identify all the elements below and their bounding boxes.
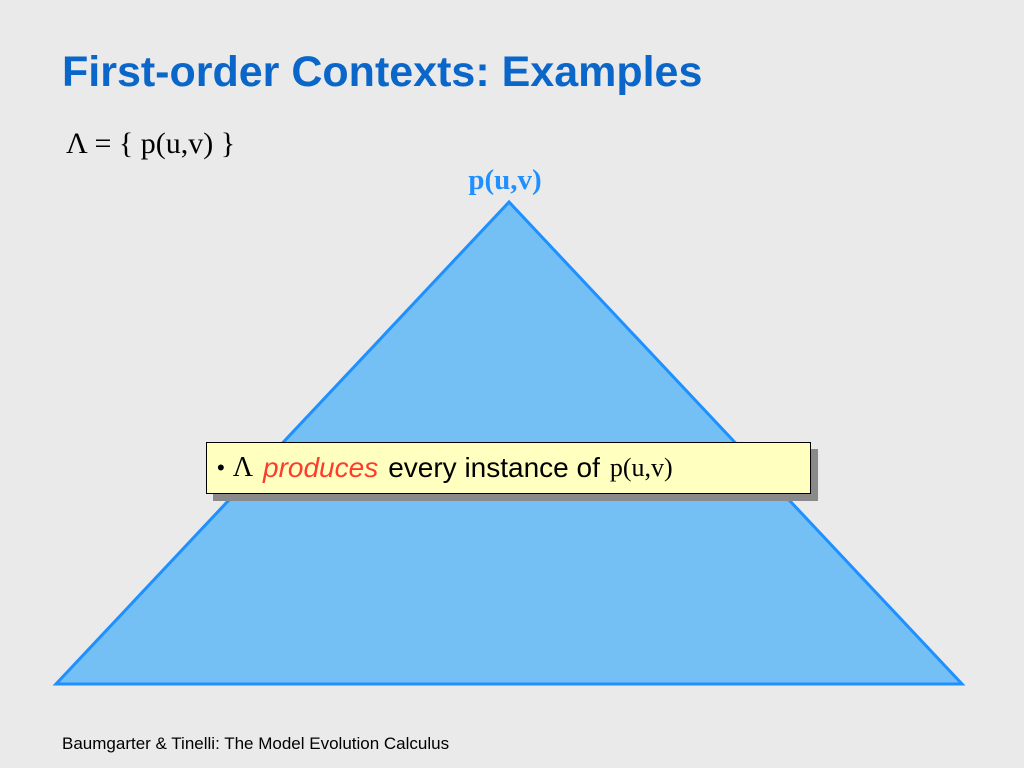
- callout-formula: p(u,v): [609, 453, 673, 482]
- callout-lambda: Λ: [232, 452, 254, 483]
- footer-text: Baumgarter & Tinelli: The Model Evolutio…: [62, 734, 450, 753]
- bullet-icon: •: [217, 455, 225, 480]
- context-formula: Λ = { p(u,v) }: [66, 127, 236, 160]
- callout-verb: produces: [263, 452, 379, 483]
- callout-box: • Λ produces every instance of p(u,v): [206, 442, 811, 494]
- slide-title: First-order Contexts: Examples: [62, 48, 703, 96]
- callout-text: every instance of: [388, 452, 600, 483]
- apex-label: p(u,v): [468, 164, 542, 196]
